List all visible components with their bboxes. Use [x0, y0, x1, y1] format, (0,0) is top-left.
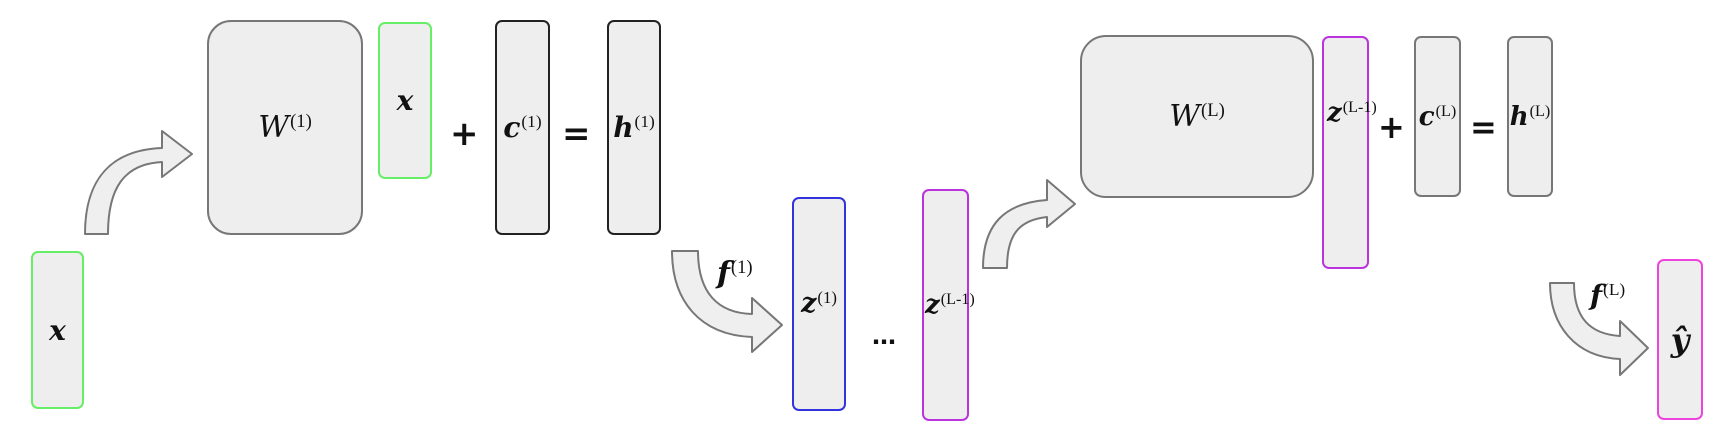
hidden-vector-hl: h(L): [1507, 36, 1553, 197]
w1-label: W(1): [258, 110, 312, 145]
yhat-label: ŷ: [1670, 320, 1690, 359]
bias-vector-c1: c(1): [495, 20, 550, 235]
activation-vector-z1: z(1): [792, 197, 846, 411]
ellipsis: …: [872, 322, 896, 350]
hidden-vector-h1: h(1): [607, 20, 661, 235]
activation-f1-label: f(1): [717, 256, 753, 291]
zl-minus-1-label: z(L-1): [925, 290, 975, 320]
output-vector-yhat: ŷ: [1657, 259, 1703, 420]
h1-label: h(1): [613, 111, 655, 144]
cl-label: c(L): [1418, 101, 1457, 132]
equals-sign-l: =: [1470, 108, 1497, 146]
zl-minus-1-column-vector: z(L-1): [1322, 36, 1377, 269]
curved-arrow-down-1: [671, 250, 783, 353]
x-column-label: x: [396, 84, 414, 117]
plus-sign-l: +: [1378, 108, 1405, 146]
wl-label: W(L): [1169, 99, 1225, 134]
bias-vector-cl: c(L): [1414, 36, 1461, 197]
weight-matrix-w1: W(1): [207, 20, 363, 235]
plus-sign-1: +: [450, 114, 479, 154]
curved-arrow-up-1: [84, 130, 193, 235]
curved-arrow-up-2: [982, 179, 1076, 269]
zl-minus-1-column-label: z(L-1): [1327, 98, 1377, 128]
curved-arrow-down-2: [1549, 282, 1649, 376]
x-column-vector: x: [378, 22, 432, 179]
c1-label: c(1): [503, 111, 542, 144]
hl-label: h(L): [1509, 101, 1551, 132]
activation-fl-label: f(L): [1590, 279, 1626, 312]
z1-label: z(1): [801, 288, 837, 320]
equals-sign-1: =: [562, 114, 591, 154]
activation-vector-zl-minus-1: z(L-1): [922, 189, 975, 421]
input-x-label: x: [49, 313, 66, 347]
input-vector-x: x: [31, 251, 84, 409]
weight-matrix-wl: W(L): [1080, 35, 1314, 198]
